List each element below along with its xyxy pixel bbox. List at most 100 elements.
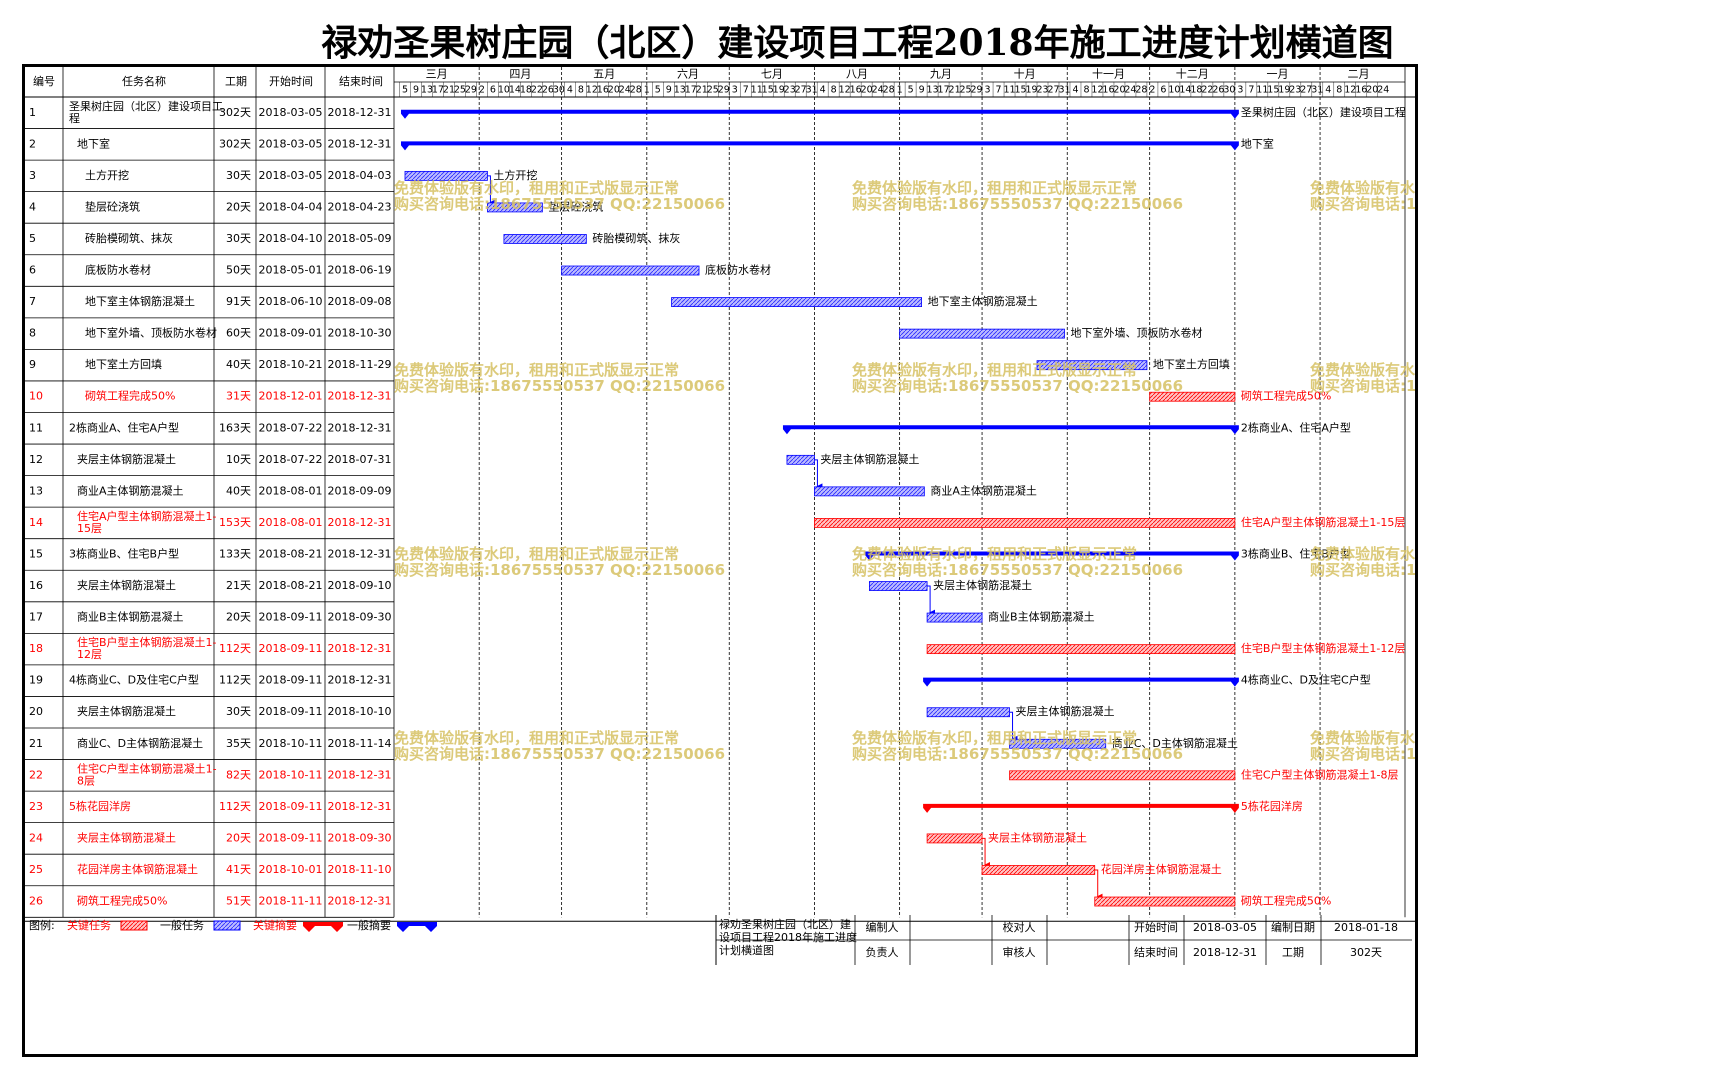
week-tick-label: 9 — [666, 85, 672, 96]
week-tick-label: 15 — [1014, 85, 1026, 96]
task-end: 2018-12-31 — [328, 768, 392, 781]
task-end: 2018-07-31 — [328, 453, 392, 466]
week-tick-label: 15 — [1267, 85, 1279, 96]
footer-end-label: 结束时间 — [1134, 946, 1178, 959]
task-duration: 51天 — [226, 895, 251, 908]
task-end: 2018-09-30 — [328, 831, 392, 844]
task-start: 2018-08-21 — [259, 547, 323, 560]
week-tick-label: 18 — [520, 85, 532, 96]
week-tick-label: 26 — [1212, 85, 1224, 96]
task-duration: 60天 — [226, 327, 251, 340]
task-id: 4 — [29, 200, 36, 213]
bar-label: 底板防水卷材 — [705, 263, 771, 277]
task-bar — [503, 234, 587, 244]
week-tick-label: 28 — [1135, 85, 1147, 96]
footer-project-name-line2: 设项目工程2018年施工进度 — [719, 930, 857, 944]
task-name: 3栋商业B、住宅B户型 — [69, 546, 179, 560]
task-duration: 302天 — [219, 106, 251, 119]
summary-bar — [400, 109, 1239, 119]
task-id: 1 — [29, 106, 36, 119]
week-tick-label: 9 — [413, 85, 419, 96]
task-id: 10 — [29, 390, 43, 403]
week-tick-label: 27 — [1300, 85, 1312, 96]
footer-date-label: 编制日期 — [1271, 920, 1315, 934]
bar-label: 商业A主体钢筋混凝土 — [930, 483, 1037, 497]
watermark-line2: 购买咨询电话:18675550537 QQ:22150066 — [1310, 195, 1415, 213]
task-start: 2018-06-10 — [259, 295, 323, 308]
month-label: 一月 — [1266, 68, 1288, 81]
week-tick-label: 24 — [872, 85, 884, 96]
week-tick-label: 31 — [806, 85, 818, 96]
page-title: 禄劝圣果树庄园（北区）建设项目工程2018年施工进度计划横道图 — [321, 22, 1394, 64]
dependency-arrow — [1009, 711, 1018, 742]
task-end: 2018-12-31 — [328, 390, 392, 403]
task-name: 地下室外墙、顶板防水卷材 — [85, 326, 217, 340]
task-duration: 112天 — [219, 642, 251, 655]
month-label: 六月 — [677, 68, 699, 81]
footer-project-name-line3: 计划横道图 — [719, 943, 774, 957]
task-bar — [868, 581, 928, 591]
week-tick-label: 31 — [1311, 85, 1323, 96]
task-end: 2018-12-31 — [328, 642, 392, 655]
task-duration: 302天 — [219, 137, 251, 150]
month-label: 十一月 — [1092, 67, 1125, 81]
task-duration: 112天 — [219, 800, 251, 813]
month-label: 八月 — [846, 68, 868, 81]
task-bar — [899, 328, 1065, 339]
legend-normal-task-swatch — [213, 920, 241, 931]
task-name-line1: 住宅A户型主体钢筋混凝土1- — [77, 509, 217, 523]
task-bar — [786, 454, 815, 465]
header-start: 开始时间 — [269, 74, 313, 88]
task-start: 2018-07-22 — [259, 453, 323, 466]
bar-label: 地下室 — [1241, 136, 1274, 150]
summary-bar — [923, 677, 1239, 687]
task-id: 12 — [29, 453, 43, 466]
bar-label: 商业C、D主体钢筋混凝土 — [1112, 736, 1238, 750]
task-bar — [1009, 738, 1107, 749]
task-id: 2 — [29, 137, 36, 150]
legend-prefix: 图例: — [29, 918, 55, 932]
week-tick-label: 3 — [732, 85, 738, 96]
task-start: 2018-09-11 — [259, 674, 323, 687]
task-start: 2018-08-01 — [259, 484, 323, 497]
week-tick-label: 24 — [1124, 85, 1136, 96]
task-start: 2018-08-21 — [259, 579, 323, 592]
task-name: 地下室土方回填 — [85, 357, 162, 371]
legend-critical-task-label: 关键任务 — [67, 918, 111, 932]
summary-bar — [923, 803, 1239, 813]
task-start: 2018-03-05 — [259, 169, 323, 182]
footer-owner-label: 负责人 — [866, 945, 899, 959]
week-tick-label: 25 — [960, 85, 972, 96]
week-tick-label: 11 — [1256, 85, 1268, 96]
week-tick-label: 16 — [1355, 85, 1367, 96]
task-duration: 40天 — [226, 484, 251, 497]
task-duration: 41天 — [226, 863, 251, 876]
dependency-arrow — [814, 459, 823, 490]
task-bar — [926, 707, 1010, 718]
task-id: 22 — [29, 768, 43, 781]
task-duration: 10天 — [226, 453, 251, 466]
task-end: 2018-12-31 — [328, 516, 392, 529]
task-duration: 35天 — [226, 737, 251, 750]
task-start: 2018-11-11 — [259, 895, 323, 908]
week-tick-label: 7 — [996, 85, 1002, 96]
task-end: 2018-10-10 — [328, 705, 392, 718]
header-end: 结束时间 — [339, 75, 383, 88]
footer-prepared-by-label: 编制人 — [866, 920, 899, 934]
task-duration: 153天 — [219, 516, 251, 529]
legend: 图例: 关键任务 一般任务 关键摘要 一般摘要 — [29, 918, 437, 932]
task-end: 2018-05-09 — [328, 232, 392, 245]
week-tick-label: 7 — [743, 85, 749, 96]
week-tick-label: 29 — [718, 85, 730, 96]
task-duration: 20天 — [226, 831, 251, 844]
month-label: 九月 — [930, 68, 952, 81]
